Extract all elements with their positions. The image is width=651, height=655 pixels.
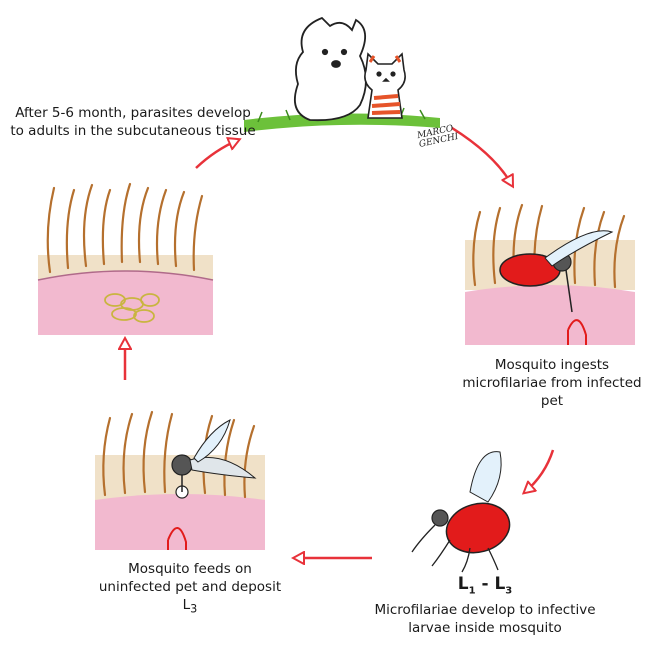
label-mosquito-feeds: Mosquito feeds on uninfected pet and dep… (90, 560, 290, 619)
panel-mosquito-feeds (95, 412, 265, 550)
label-adult-development: After 5-6 month, parasites develop to ad… (8, 104, 258, 140)
stage-l1-letter: L (458, 574, 469, 594)
cat (365, 54, 405, 118)
label-larvae-development: L1 - L3 Microfilariae develop to infecti… (370, 574, 600, 637)
stage-l1-l3: L1 - L3 (370, 574, 600, 601)
label-mosquito-ingests: Mosquito ingests microfilariae from infe… (462, 356, 642, 410)
arrow-ingest-to-develop (525, 450, 553, 492)
arrow-pets-to-mosquito (452, 128, 512, 185)
panel-adult-worms (38, 184, 213, 335)
dog (295, 18, 366, 120)
arrow-adults-to-pets (196, 140, 238, 168)
pets-illustration (244, 18, 440, 132)
develop-text: Microfilariae develop to infective larva… (374, 602, 595, 636)
stage-l1-sub: 1 (469, 585, 476, 596)
stage-separator: - L (476, 574, 506, 594)
panel-mosquito-ingests (465, 205, 635, 345)
mosquito-developing (412, 452, 515, 572)
stage-l3-sub: 3 (505, 585, 512, 596)
feeds-subscript: 3 (190, 603, 197, 616)
